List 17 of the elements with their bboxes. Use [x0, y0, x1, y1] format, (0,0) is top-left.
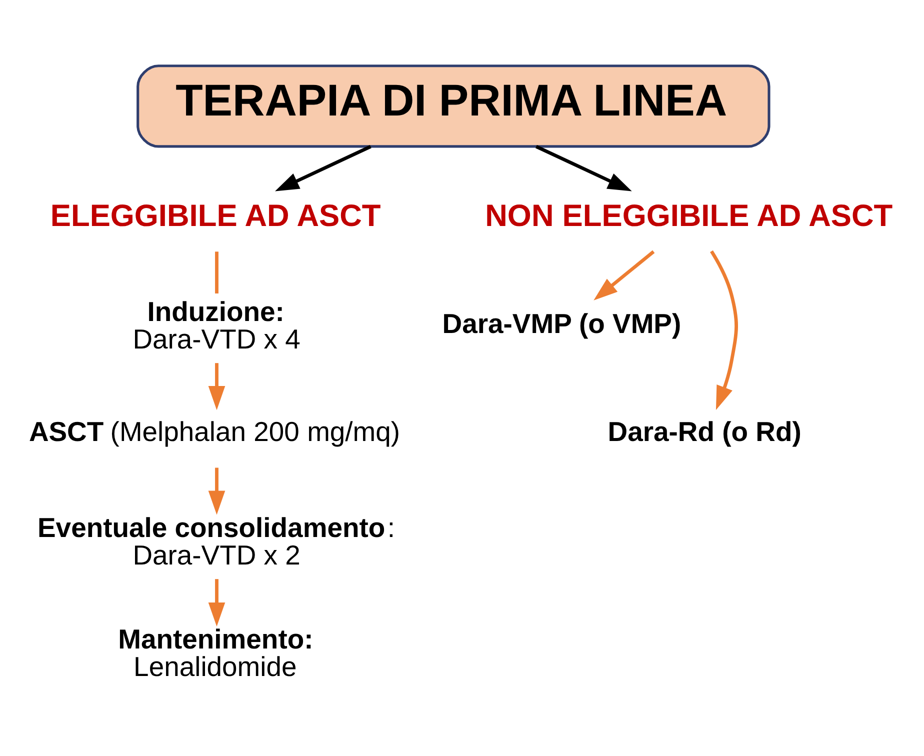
- arrow: [208, 363, 226, 410]
- arrow: [275, 145, 372, 192]
- connector: [215, 252, 218, 294]
- node-text: Mantenimento: Lenalidomide: [118, 624, 314, 682]
- arrow: [594, 250, 655, 300]
- arrow: [208, 468, 226, 515]
- node-text: Dara-Rd (o Rd): [608, 416, 802, 448]
- arrow: [535, 145, 632, 192]
- arrow: [208, 579, 226, 626]
- node-text: Eventuale consolidamento: Dara-VTD x 2: [38, 512, 396, 571]
- node-text: ASCT (Melphalan 200 mg/mq): [28, 416, 400, 448]
- node-text: Dara-VMP (o VMP): [442, 308, 682, 340]
- node-box: TERAPIA DI PRIMA LINEA: [136, 64, 770, 148]
- node-text: ELEGGIBILE AD ASCT: [50, 198, 381, 234]
- node-text: Induzione: Dara-VTD x 4: [132, 296, 300, 354]
- arrow: [710, 250, 738, 410]
- node-text: NON ELEGGIBILE AD ASCT: [485, 198, 893, 234]
